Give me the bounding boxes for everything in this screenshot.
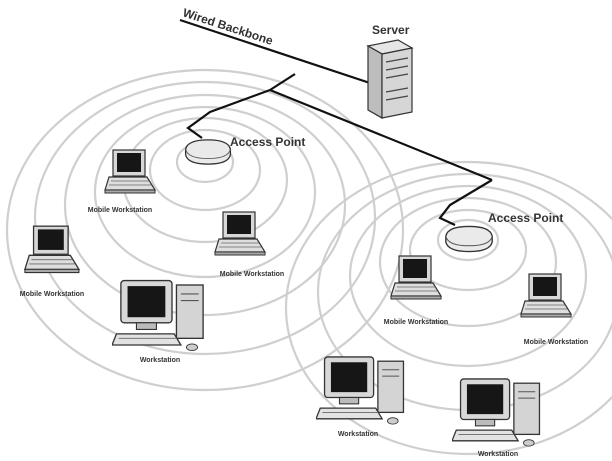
- mobile-workstation-label: Mobile Workstation: [524, 339, 588, 346]
- access-point-1-label: Access Point: [230, 135, 305, 149]
- access-point-icon: [184, 139, 232, 165]
- coverage-rings-access-point-2: [284, 160, 612, 456]
- server-tower-icon: [366, 39, 414, 120]
- branch-line: [269, 73, 296, 91]
- access-point-icon: [445, 225, 493, 253]
- desktop-computer-icon: [316, 356, 405, 425]
- wired-connections: [179, 18, 493, 226]
- laptop-icon: [390, 255, 442, 300]
- ap2-drop-line: [438, 179, 493, 226]
- laptop-icon: [104, 149, 156, 194]
- workstation-label: Workstation: [140, 357, 180, 364]
- coverage-rings-access-point-1: [5, 68, 405, 392]
- desktop-computer-icon: [112, 279, 204, 352]
- mobile-workstation-label: Mobile Workstation: [20, 291, 84, 298]
- workstation-label: Workstation: [338, 431, 378, 438]
- ap2-line: [269, 88, 493, 182]
- access-point-2-label: Access Point: [488, 211, 563, 225]
- mobile-workstation-label: Mobile Workstation: [384, 319, 448, 326]
- mobile-workstation-label: Mobile Workstation: [220, 271, 284, 278]
- server-label: Server: [372, 23, 410, 37]
- laptop-icon: [24, 225, 80, 274]
- workstation-label: Workstation: [478, 451, 518, 458]
- laptop-icon: [520, 273, 572, 318]
- backbone-line: [179, 18, 386, 90]
- ap1-drop-line: [186, 88, 271, 139]
- laptop-icon: [214, 211, 266, 256]
- mobile-workstation-label: Mobile Workstation: [88, 207, 152, 214]
- desktop-computer-icon: [452, 378, 541, 447]
- backbone-label: Wired Backbone: [181, 6, 275, 48]
- mobile-workstation-label-line: Mobile Workstation: [88, 207, 152, 214]
